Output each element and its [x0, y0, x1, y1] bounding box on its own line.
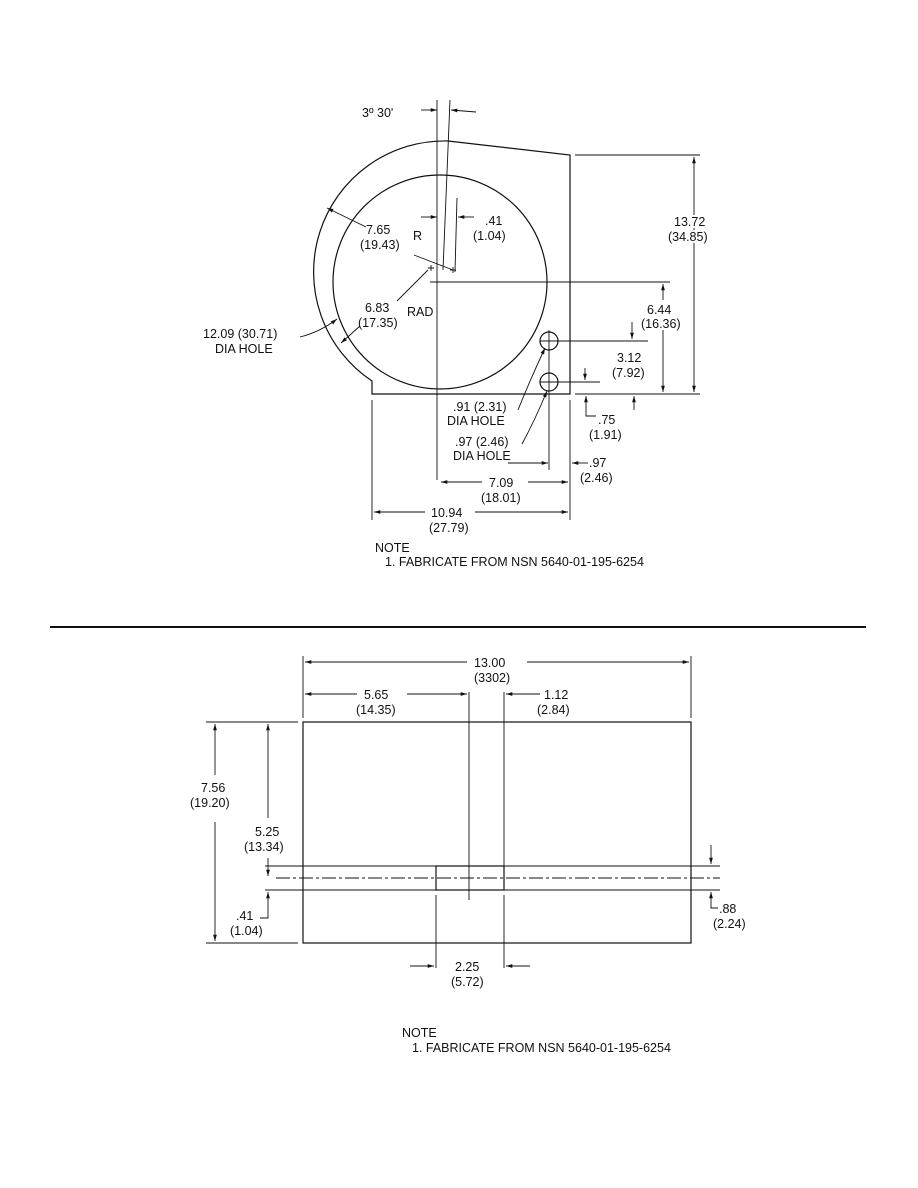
dim-075: .75 [598, 413, 615, 427]
plate-outline [302, 721, 692, 944]
bracket-side-view: 3º 30' .41 (1.04) 7.65 (19.43) R 6.83 (1… [203, 99, 710, 569]
dim-312-metric: (7.92) [612, 366, 645, 380]
dim-225: 2.25 [455, 960, 479, 974]
bracket-outline [313, 140, 571, 395]
dim-088: .88 [719, 902, 736, 916]
dim-765-metric: (19.43) [360, 238, 400, 252]
dim-088-metric: (2.24) [713, 917, 746, 931]
dim-1094: 10.94 [431, 506, 462, 520]
dim-097-hole-label: DIA HOLE [453, 449, 511, 463]
dim-041-plate-metric: (1.04) [230, 924, 263, 938]
dim-225-metric: (5.72) [451, 975, 484, 989]
dim-112: 1.12 [544, 688, 568, 702]
dim-644: 6.44 [647, 303, 671, 317]
dim-565-metric: (14.35) [356, 703, 396, 717]
dim-525: 5.25 [255, 825, 279, 839]
dim-041-metric: (1.04) [473, 229, 506, 243]
dim-565: 5.65 [364, 688, 388, 702]
dim-1209: 12.09 (30.71) [203, 327, 277, 341]
dim-091: .91 (2.31) [453, 400, 507, 414]
angled-centerline [442, 99, 451, 271]
dim-683-metric: (17.35) [358, 316, 398, 330]
dim-112-metric: (2.84) [537, 703, 570, 717]
slot-cutout [435, 865, 505, 891]
plate-view: 13.00 (3302) 5.65 (14.35) 1.12 (2.84) 7.… [190, 656, 746, 1055]
dim-1209-label: DIA HOLE [215, 342, 273, 356]
dim-097-metric: (2.46) [580, 471, 613, 485]
dim-756: 7.56 [201, 781, 225, 795]
dim-709: 7.09 [489, 476, 513, 490]
dim-1094-metric: (27.79) [429, 521, 469, 535]
dim-075-metric: (1.91) [589, 428, 622, 442]
dim-765: 7.65 [366, 223, 390, 237]
dim-1300: 13.00 [474, 656, 505, 670]
angle-label: 3º 30' [362, 106, 393, 120]
dim-041: .41 [485, 214, 502, 228]
note-text: 1. FABRICATE FROM NSN 5640-01-195-6254 [385, 555, 644, 569]
dim-312: 3.12 [617, 351, 641, 365]
dim-1300-metric: (3302) [474, 671, 510, 685]
dim-091-label: DIA HOLE [447, 414, 505, 428]
dim-1372: 13.72 [674, 215, 705, 229]
radius-label: R [413, 229, 422, 243]
dim-709-metric: (18.01) [481, 491, 521, 505]
rad-label: RAD [407, 305, 433, 319]
dim-525-metric: (13.34) [244, 840, 284, 854]
note-title-bottom: NOTE [402, 1026, 437, 1040]
dim-041-plate: .41 [236, 909, 253, 923]
note-title: NOTE [375, 541, 410, 555]
dim-644-metric: (16.36) [641, 317, 681, 331]
note-text-bottom: 1. FABRICATE FROM NSN 5640-01-195-6254 [412, 1041, 671, 1055]
dim-683: 6.83 [365, 301, 389, 315]
dim-097: .97 [589, 456, 606, 470]
dim-756-metric: (19.20) [190, 796, 230, 810]
dim-097-hole: .97 (2.46) [455, 435, 509, 449]
dim-1372-metric: (34.85) [668, 230, 708, 244]
